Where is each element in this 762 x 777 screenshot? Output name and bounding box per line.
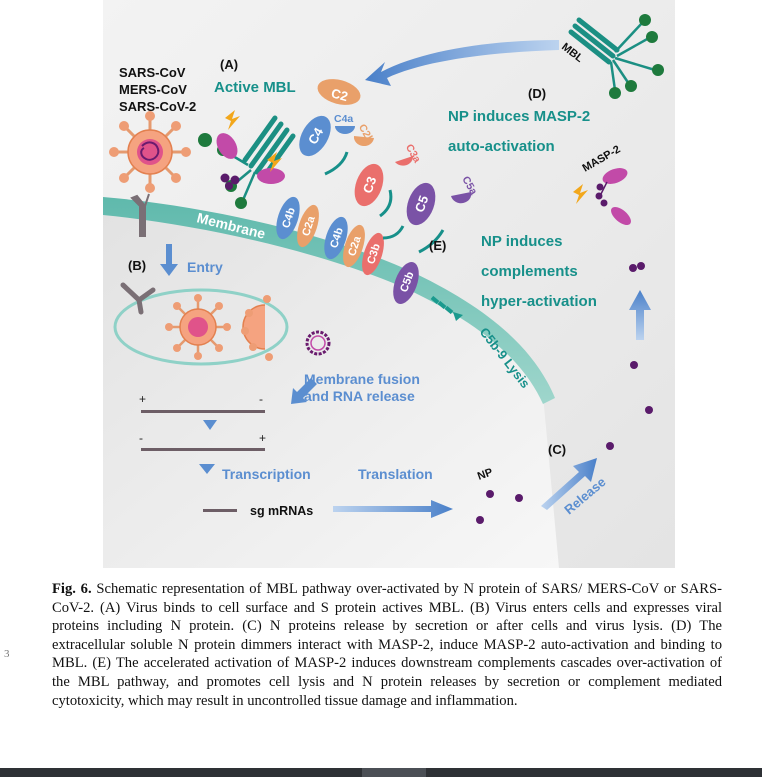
e-text-line2: complements [481,263,578,280]
mbl-activation-arrow [365,40,559,86]
fusing-virus [241,295,273,361]
d-text-line2: auto-activation [448,138,555,155]
complement-c4a: C4a [334,113,355,134]
masp2-molecule [595,168,631,225]
translation-arrow [333,500,453,518]
complement-c4: C4 [299,115,331,157]
lightning-icon [225,110,240,130]
complement-c3: C3 [354,163,384,207]
virus-in-endosome [165,294,231,360]
fusion-label-line2: and RNA release [304,388,415,404]
active-mbl-complex [198,115,296,209]
rna-strand-1 [141,410,265,413]
fusion-arrow [291,378,317,404]
lysis-dashes [430,295,463,321]
svg-text:C3: C3 [360,175,380,196]
panel-a-label: (A) [220,57,238,72]
strand2-minus: - [139,431,143,445]
complement-c5b: C5b [393,261,419,305]
fusion-label-line1: Membrane fusion [304,371,420,387]
caption-label: Fig. 6. [52,581,92,597]
sg-mrnas-label: sg mRNAs [250,504,313,518]
replication-arrow [203,420,217,430]
figure-caption: Fig. 6. Schematic representation of MBL … [52,580,722,710]
svg-text:MERS-CoV: MERS-CoV [119,82,187,97]
sg-mrna-bar [203,509,237,512]
svg-text:SARS-CoV-2: SARS-CoV-2 [119,99,196,114]
np-dimer [629,262,645,272]
np-label: NP [476,466,494,483]
margin-mark: 3 [4,648,10,660]
e-text-line3: hyper-activation [481,293,597,310]
panel-d-label: (D) [528,86,546,101]
viewer-bottom-bar [0,768,762,777]
svg-text:SARS-CoV: SARS-CoV [119,65,186,80]
virus-names: SARS-CoV MERS-CoV SARS-CoV-2 [119,65,196,114]
svg-text:C5: C5 [412,194,432,215]
complex-c4b-c2a-left: C4b C2a [276,196,319,248]
entry-arrow [160,244,178,276]
diagram-panel: SARS-CoV MERS-CoV SARS-CoV-2 (A) Active … [103,0,675,568]
receptor-outside [130,193,150,237]
translation-label: Translation [358,466,433,482]
cell-membrane [103,197,555,404]
viral-rna [305,330,331,356]
receptor-inside [120,282,156,315]
lightning-icon [267,152,282,172]
transcription-label: Transcription [222,466,311,482]
mbl-molecule: MBL [559,14,664,99]
panel-c-label: (C) [548,442,566,457]
complex-c4b-c2a-c3b: C4b C2a C3b [324,216,384,276]
strand1-plus: + [139,392,146,406]
active-mbl-label: Active MBL [214,79,296,96]
complement-c2: C2 [317,79,361,105]
cell-interior [103,205,559,568]
bottom-bar-segment [362,768,426,777]
svg-text:C4a: C4a [334,113,353,125]
svg-text:C2: C2 [330,85,350,104]
caption-text: Schematic representation of MBL pathway … [52,581,722,709]
rna-strand-2 [141,448,265,451]
strand1-minus: - [259,392,263,406]
np-dots [476,490,523,524]
e-text-line1: NP induces [481,233,562,250]
release-up-arrow [629,290,651,340]
panel-e-label: (E) [429,238,446,253]
release-arrow [541,458,597,510]
strand2-plus: + [259,431,266,445]
lightning-icon [573,184,588,204]
virus-particle [109,111,191,193]
endosome [113,288,289,366]
transcription-arrow [199,464,215,474]
cascade-arrows [324,151,445,254]
complement-c5: C5 [406,182,436,226]
entry-label: Entry [187,259,223,275]
d-text-line1: NP induces MASP-2 [448,108,590,125]
np-particles [606,361,653,450]
panel-b-label: (B) [128,258,146,273]
